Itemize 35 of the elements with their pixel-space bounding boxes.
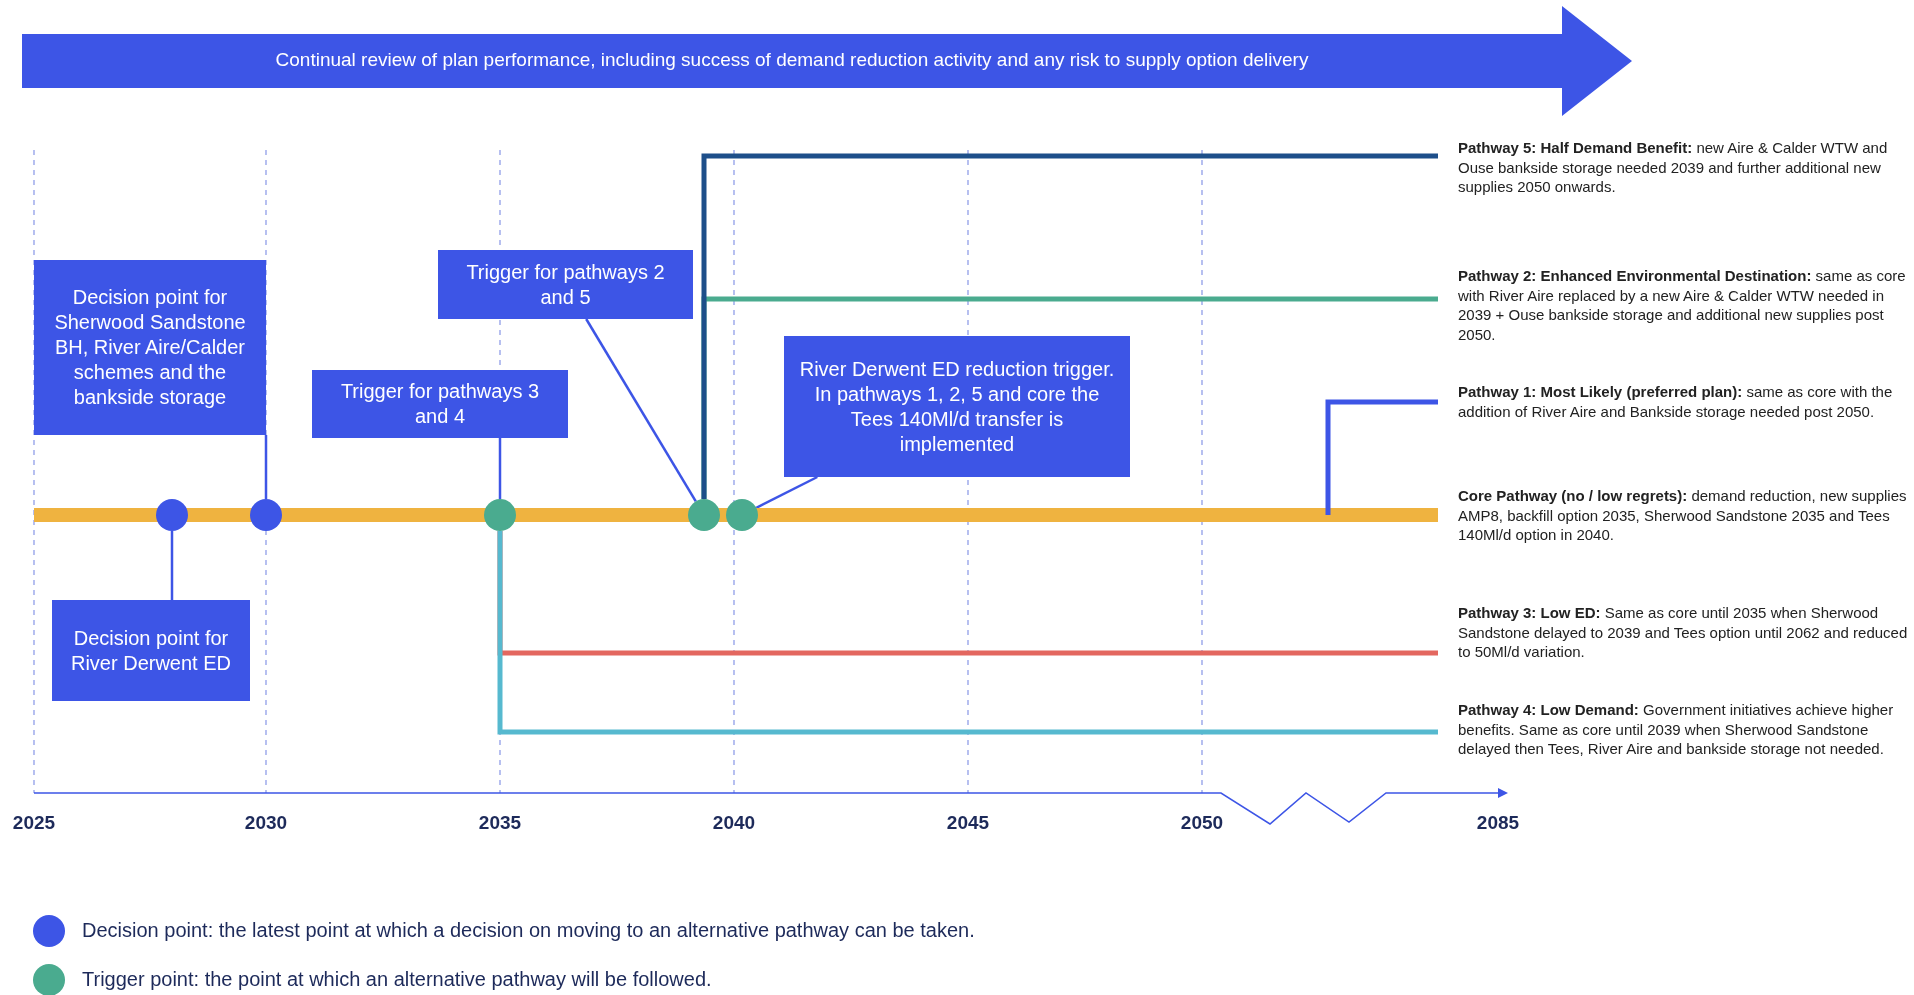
callout-box: Decision point for River Derwent ED: [52, 600, 250, 701]
legend-text: Decision point: the latest point at which a decision on moving to an alternative pathway can be taken.: [82, 919, 975, 942]
leader-line: [585, 318, 697, 502]
trigger-point: [484, 499, 516, 531]
pathway-line: [701, 153, 1438, 499]
legend-text: Trigger point: the point at which an alternative pathway will be followed.: [82, 968, 712, 991]
year-label: 2030: [244, 812, 288, 834]
trigger-point: [726, 499, 758, 531]
year-label: 2045: [946, 812, 990, 834]
pathway-line: [497, 531, 1438, 735]
year-label: 2040: [712, 812, 756, 834]
banner-text: Continual review of plan performance, including success of demand reduction activity and any risk to supply option delivery: [274, 49, 1310, 71]
leader-line: [170, 531, 174, 600]
pathway-description: Pathway 1: Most Likely (preferred plan): same as core with the addition of River Aire and Bankside storage needed post 2050.: [1438, 382, 1914, 421]
callout-box: Decision point for Sherwood Sandstone BH, River Aire/Calder schemes and the bankside storage: [34, 260, 266, 435]
year-label: 2050: [1180, 812, 1224, 834]
pathway-description: Pathway 5: Half Demand Benefit: new Aire & Calder WTW and Ouse bankside storage needed 2039 and further additional new supplies 2050 onwards.: [1438, 138, 1914, 197]
pathway-description: Core Pathway (no / low regrets): demand reduction, new supplies AMP8, backfill option 2035, Sherwood Sandstone 2035 and Tees 140Ml/d option in 2040.: [1438, 486, 1914, 545]
callout-box: Trigger for pathways 3 and 4: [312, 370, 568, 438]
year-label: 2025: [12, 812, 56, 834]
year-label: 2085: [1476, 812, 1520, 834]
pathway-description: Pathway 3: Low ED: Same as core until 2035 when Sherwood Sandstone delayed to 2039 and Tees option until 2062 and reduced to 50Ml/d variation.: [1438, 603, 1914, 662]
pathway-line: [34, 508, 1438, 522]
pathway-line: [1325, 399, 1438, 515]
leader-line: [755, 475, 818, 509]
callout-box: River Derwent ED reduction trigger. In pathways 1, 2, 5 and core the Tees 140Ml/d transfer is implemented: [784, 336, 1130, 477]
pathway-description: Pathway 4: Low Demand: Government initiatives achieve higher benefits. Same as core until 2039 when Sherwood Sandstone delayed then Tees, River Aire and bankside storage not needed.: [1438, 700, 1914, 759]
decision-point: [250, 499, 282, 531]
callout-box: Trigger for pathways 2 and 5: [438, 250, 693, 319]
leader-line: [264, 435, 268, 499]
year-label: 2035: [478, 812, 522, 834]
decision-point: [156, 499, 188, 531]
pathway-description: Pathway 2: Enhanced Environmental Destination: same as core with River Aire replaced by a new Aire & Calder WTW needed in 2039 + Ouse bankside storage and additional new supplies post 2050.: [1438, 266, 1914, 344]
leader-line: [498, 438, 502, 499]
trigger-point: [688, 499, 720, 531]
